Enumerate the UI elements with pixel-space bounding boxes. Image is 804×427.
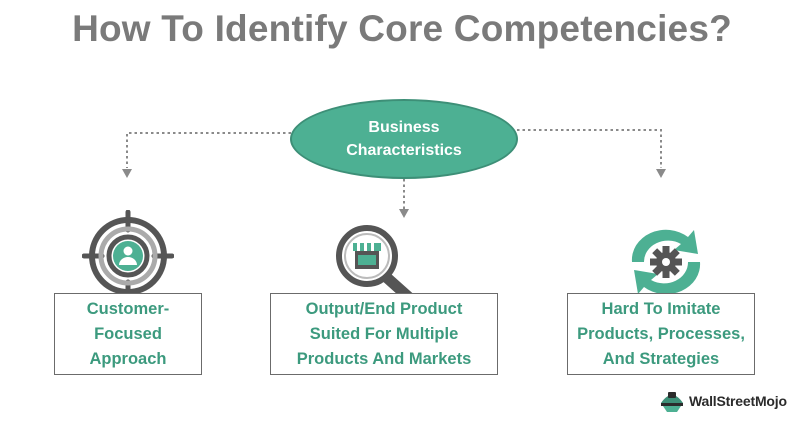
brand-logo: WallStreetMojo — [659, 389, 787, 413]
magnifier-store-icon — [335, 222, 425, 312]
connector-left — [126, 132, 291, 168]
arrowhead-right — [656, 169, 666, 178]
logo-text: WallStreetMojo — [689, 393, 787, 409]
item-label: Hard To Imitate Products, Processes, And… — [577, 299, 745, 368]
item-box-output-end-product: Output/End Product Suited For Multiple P… — [270, 293, 498, 375]
item-label: Customer-Focused Approach — [86, 299, 170, 368]
center-node: Business Characteristics — [290, 99, 518, 179]
connector-right — [517, 129, 662, 168]
gear-cycle-icon — [620, 222, 712, 307]
wallstreetmojo-logo-icon — [661, 392, 683, 412]
target-user-icon — [81, 209, 175, 307]
page-title: How To Identify Core Competencies? — [72, 8, 732, 49]
arrowhead-left — [122, 169, 132, 178]
arrowhead-middle — [399, 209, 409, 218]
item-label: Output/End Product Suited For Multiple P… — [296, 299, 472, 368]
center-node-label: Business Characteristics — [346, 118, 462, 159]
item-box-customer-focused: Customer-Focused Approach — [54, 293, 202, 375]
item-box-hard-to-imitate: Hard To Imitate Products, Processes, And… — [567, 293, 755, 375]
